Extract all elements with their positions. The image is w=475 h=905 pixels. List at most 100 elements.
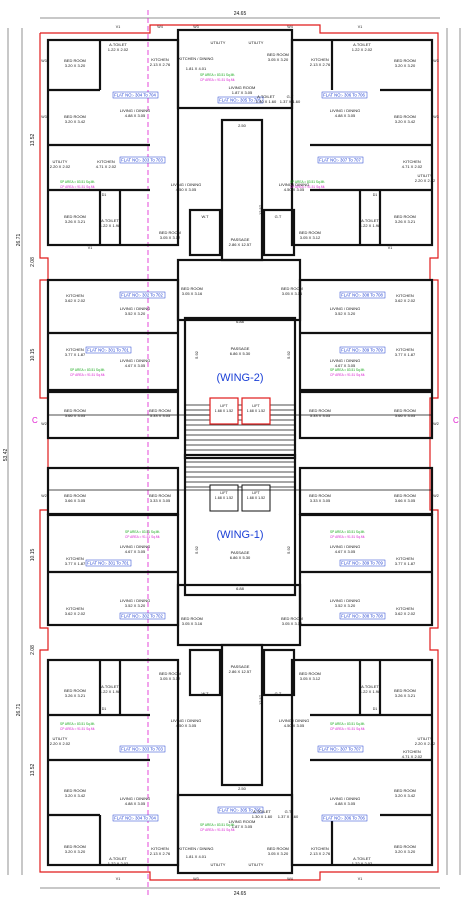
- room-label: LIVING / DINING: [330, 796, 360, 801]
- opening-tag: V1: [358, 25, 362, 29]
- room-size: 3.05 X 3.12: [160, 676, 181, 681]
- room-size: 3.26 X 3.21: [395, 219, 416, 224]
- dim-5-92-top-right: 5.92: [286, 350, 291, 359]
- room-label: BED ROOM: [281, 616, 303, 621]
- room-label: UTILITY: [418, 173, 433, 178]
- room-label: BED ROOM: [394, 214, 416, 219]
- room-label: KITCHEN: [396, 347, 414, 352]
- room-label: BED ROOM: [64, 844, 86, 849]
- dim-left-total: 53.42: [3, 449, 9, 462]
- dim-seg-13-52-top: 13.52: [30, 134, 36, 147]
- room-label: LIVING / DINING: [120, 544, 150, 549]
- room-label: PASSAGE: [231, 346, 250, 351]
- room-size: 1.87 X 3.05: [232, 824, 253, 829]
- room-label: BED ROOM: [181, 286, 203, 291]
- flat-tag-304-704-top: FLAT NO:- 304 To 704: [114, 93, 156, 98]
- room-size: 3.77 X 1.87: [65, 352, 86, 357]
- room-label: KITCHEN: [311, 57, 329, 62]
- room-size: 4.50 X 3.05: [176, 723, 197, 728]
- room-label: LIVING / DINING: [279, 718, 309, 723]
- dim-left-upper: 26.71: [16, 234, 22, 247]
- room-label: KITCHEN: [403, 159, 421, 164]
- room-label: A.TOILET: [353, 42, 371, 47]
- room-size: 4.71 X 2.02: [402, 754, 423, 759]
- room-label: A.TOILET: [257, 94, 275, 99]
- room-size: 2.20 X 2.02: [415, 178, 436, 183]
- dim-5-92-bottom-right: 5.92: [286, 545, 291, 554]
- room-size: 3.62 X 2.02: [395, 298, 416, 303]
- lift-label: LIFT: [220, 404, 228, 408]
- room-size: 3.62 X 2.02: [65, 611, 86, 616]
- opening-tag: V1: [116, 877, 120, 881]
- room-size: 3.20 X 3.42: [65, 119, 86, 124]
- room-label: BED ROOM: [394, 493, 416, 498]
- room-label: BED ROOM: [64, 688, 86, 693]
- room-label: BED ROOM: [64, 58, 86, 63]
- room-label: BED ROOM: [267, 846, 289, 851]
- room-label: BED ROOM: [267, 52, 289, 57]
- room-size: 4.88 X 3.05: [125, 113, 146, 118]
- room-label: A.TOILET: [101, 218, 119, 223]
- opening-tag: D1: [373, 193, 378, 197]
- dimension-lines: [7, 17, 461, 889]
- flat-tag-303-703-top: FLAT NO:- 303 To 703: [121, 158, 163, 163]
- room-size: 2.20 X 2.02: [50, 164, 71, 169]
- cp-area-note: CP AREA = 91.51 Sq.Mt.: [330, 727, 365, 731]
- dim-seg-2-08-top: 2.08: [30, 257, 36, 267]
- flat-tag-305-705-top: FLAT NO:- 305 To 705: [219, 98, 261, 103]
- dim-5-92-top-left: 5.92: [194, 350, 199, 359]
- cp-area-note: CP AREA = 91.51 Sq.Mt.: [330, 373, 365, 377]
- room-label: KITCHEN: [66, 556, 84, 561]
- room-label: LIVING / DINING: [330, 306, 360, 311]
- dim-seg-13-52-bottom: 13.52: [30, 764, 36, 777]
- room-label: KITCHEN: [396, 293, 414, 298]
- room-size: 4.67 X 3.05: [125, 549, 146, 554]
- room-label: LIVING / DINING: [330, 358, 360, 363]
- dim-6-88-bottom: 6.88: [236, 586, 245, 591]
- room-label: KITCHEN: [66, 347, 84, 352]
- room-label: BED ROOM: [149, 493, 171, 498]
- flat-tag-308-708-top: FLAT NO:- 308 To 708: [341, 293, 383, 298]
- room-size: 1.81 X 4.01: [186, 66, 207, 71]
- room-size: 3.05 X 3.12: [300, 235, 321, 240]
- dim-bottom-width: 24.65: [234, 891, 247, 897]
- flat-tag-303-703-bottom: FLAT NO:- 303 To 703: [121, 747, 163, 752]
- room-size: 4.71 X 2.02: [96, 164, 117, 169]
- room-size: 1.22 X 2.02: [108, 47, 129, 52]
- room-size: 3.33 X 3.05: [310, 498, 331, 503]
- room-label: UTILITY: [249, 862, 264, 867]
- room-size: 4.67 X 3.05: [335, 363, 356, 368]
- room-size: 1.87 X 3.05: [232, 90, 253, 95]
- wing-2-label: (WING-2): [216, 372, 263, 384]
- opening-tag: W2: [433, 422, 438, 426]
- room-label: KITCHEN: [396, 606, 414, 611]
- room-size: 3.26 X 3.21: [65, 219, 86, 224]
- room-label: W.T: [201, 214, 209, 219]
- room-size: 4.50 X 3.05: [284, 723, 305, 728]
- room-label: LIVING ROOM: [229, 85, 256, 90]
- lift-size: 1.68 X 1.52: [247, 496, 265, 500]
- room-label: LIVING ROOM: [229, 819, 256, 824]
- opening-tag: V1: [388, 246, 392, 250]
- sp-area-note: SP AREA = 83.51 Sq.Mt.: [60, 722, 95, 726]
- room-size: 3.66 X 3.05: [65, 498, 86, 503]
- room-label: BED ROOM: [394, 408, 416, 413]
- flat-tag-301-701-bottom: FLAT NO:- 301 To 701: [87, 561, 129, 566]
- room-label: BED ROOM: [394, 788, 416, 793]
- room-size: 6.86 X 5.30: [230, 351, 251, 356]
- room-label: UTILITY: [418, 736, 433, 741]
- room-label: BED ROOM: [281, 286, 303, 291]
- room-label: KITCHEN: [66, 606, 84, 611]
- lift-label: LIFT: [220, 491, 228, 495]
- room-label: KITCHEN: [311, 846, 329, 851]
- room-label: A.TOILET: [253, 809, 271, 814]
- room-size: 3.05 X 3.12: [300, 676, 321, 681]
- room-label: UTILITY: [211, 862, 226, 867]
- room-size: 1.37 X 1.60: [280, 99, 301, 104]
- room-label: A.TOILET: [109, 42, 127, 47]
- room-size: 3.66 X 3.05: [65, 413, 86, 418]
- room-size: 3.33 X 3.05: [150, 413, 171, 418]
- room-label: KITCHEN: [151, 57, 169, 62]
- room-label: BED ROOM: [394, 688, 416, 693]
